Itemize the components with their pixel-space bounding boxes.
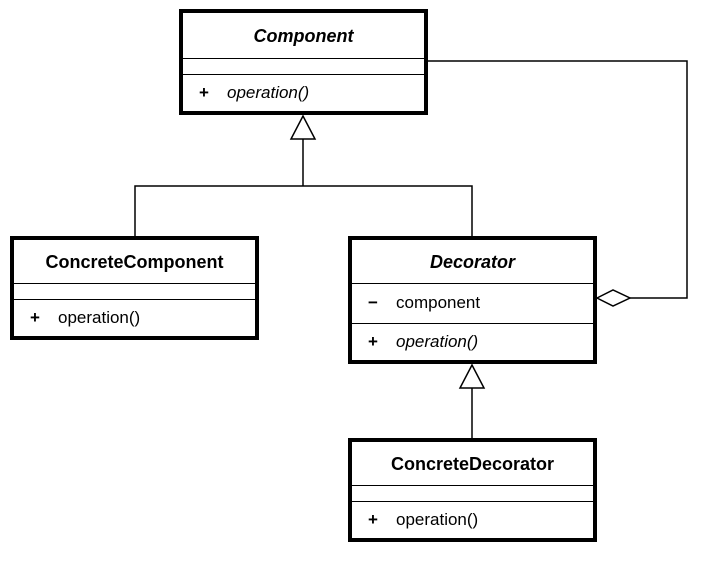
attributes-section (183, 59, 424, 75)
visibility-public: + (368, 332, 378, 351)
aggregation-diamond (595, 289, 632, 307)
class-component: Component + operation() (179, 9, 428, 115)
class-name: Component (183, 13, 424, 59)
visibility-private: − (368, 293, 378, 312)
class-name: ConcreteComponent (14, 240, 255, 284)
operation-name: operation() (396, 510, 479, 529)
attributes-section: − component (352, 284, 593, 324)
operations-section: + operation() (352, 324, 593, 360)
class-name: ConcreteDecorator (352, 442, 593, 486)
class-name: Decorator (352, 240, 593, 284)
operation-name: operation() (227, 83, 310, 102)
visibility-public: + (199, 83, 209, 102)
operation-name: operation() (396, 332, 479, 351)
operation-name: operation() (58, 308, 141, 327)
visibility-public: + (30, 308, 40, 327)
generalization-line-concretecomponent (134, 185, 473, 236)
generalization-arrowhead-component (289, 114, 317, 140)
attribute-name: component (396, 293, 481, 312)
generalization-arrowhead-decorator (458, 363, 486, 389)
class-concretecomponent: ConcreteComponent + operation() (10, 236, 259, 340)
attributes-section (352, 486, 593, 502)
attributes-section (14, 284, 255, 300)
visibility-public: + (368, 510, 378, 529)
operations-section: + operation() (183, 75, 424, 111)
aggregation-line (428, 60, 688, 299)
class-decorator: Decorator − component + operation() (348, 236, 597, 364)
operations-section: + operation() (352, 502, 593, 538)
class-concretedecorator: ConcreteDecorator + operation() (348, 438, 597, 542)
operations-section: + operation() (14, 300, 255, 336)
